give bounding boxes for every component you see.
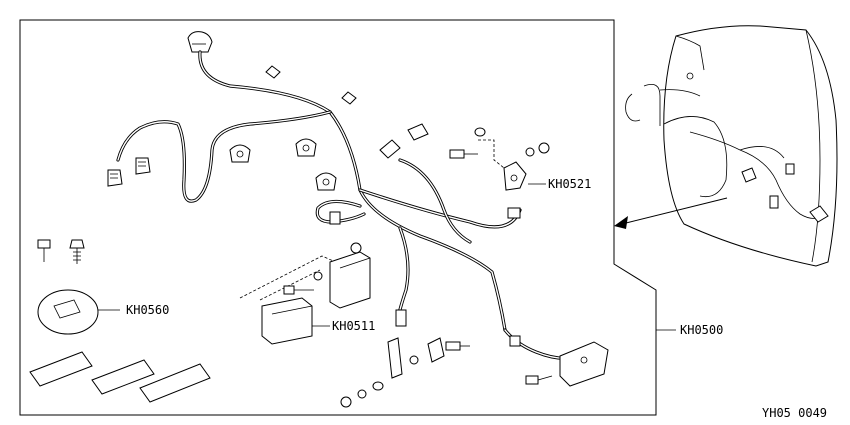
figure-id: YH05 0049 <box>762 406 827 420</box>
adhesive-pads <box>29 351 211 403</box>
wiring-harness <box>116 31 574 360</box>
locator-arrow <box>614 197 728 229</box>
label-kh0511: KH0511 <box>332 319 375 333</box>
screws-left <box>37 239 85 264</box>
part-kh0560 <box>37 289 120 335</box>
bracket-kh0521-assembly <box>449 127 550 191</box>
vehicle-body-panel <box>625 25 838 267</box>
diagram-frame <box>19 19 657 416</box>
label-kh0521: KH0521 <box>548 177 591 191</box>
module-box-assembly <box>239 242 371 345</box>
bottom-hardware <box>340 309 609 408</box>
label-kh0500: KH0500 <box>680 323 723 337</box>
label-kh0560: KH0560 <box>126 303 169 317</box>
harness-clamps <box>107 123 521 225</box>
